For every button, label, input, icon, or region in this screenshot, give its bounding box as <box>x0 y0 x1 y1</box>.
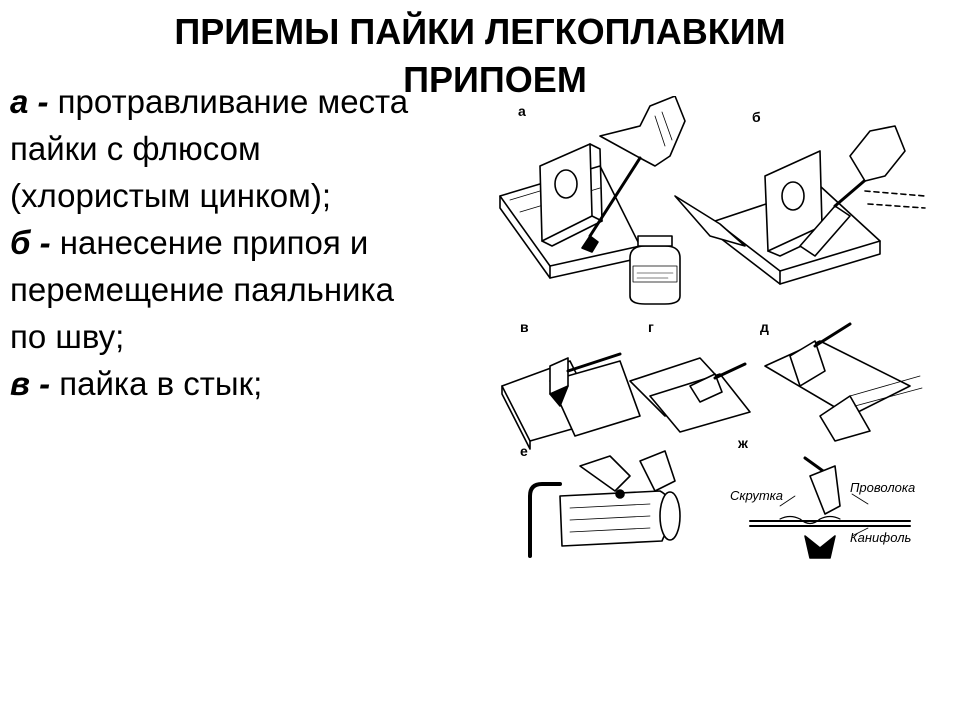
paragraph-b-cont-2: по шву; <box>10 319 450 355</box>
figure-e-pipe-soldering: е <box>520 443 681 558</box>
paragraph-a-cont-1: пайки с флюсом <box>10 131 450 167</box>
figure-v-butt-joint: в <box>501 319 641 450</box>
step-marker-b: б - <box>10 224 51 261</box>
paragraph-text: перемещение паяльника <box>10 271 394 308</box>
title-line-1: ПРИЕМЫ ПАЙКИ ЛЕГКОПЛАВКИМ <box>174 11 786 52</box>
paragraph-a: а - протравливание места <box>10 84 450 120</box>
figure-label-d: д <box>760 319 769 335</box>
figure-g-lap-joint: г <box>629 319 751 433</box>
step-marker-a: а - <box>10 83 49 120</box>
figure-label-a: а <box>518 103 526 119</box>
figure-a-flux-etching: а <box>499 96 686 305</box>
paragraph-text: по шву; <box>10 318 125 355</box>
figure-b-applying-solder: б <box>674 109 926 285</box>
annotation-wire: Проволока <box>850 480 915 495</box>
annotation-twist: Скрутка <box>730 488 783 503</box>
paragraph-a-cont-2: (хлористым цинком); <box>10 178 450 214</box>
step-marker-v: в - <box>10 365 51 402</box>
figure-label-zh: ж <box>737 435 749 451</box>
paragraph-b: б - нанесение припоя и <box>10 225 450 261</box>
soldering-illustration: а б <box>490 96 930 566</box>
figure-label-g: г <box>648 319 654 335</box>
figure-label-e: е <box>520 443 528 459</box>
figure-zh-wire-twist: ж Скрутка Проволока Канифоль <box>730 435 915 559</box>
paragraph-text: нанесение припоя и <box>50 224 369 261</box>
paragraph-text: протравливание места <box>48 83 409 120</box>
figure-d-corner-joint: д <box>760 319 923 442</box>
title-line-2: ПРИПОЕМ <box>403 59 587 100</box>
page-title: ПРИЕМЫ ПАЙКИ ЛЕГКОПЛАВКИМ ПРИПОЕМ <box>0 8 960 104</box>
paragraph-text: (хлористым цинком); <box>10 177 332 214</box>
paragraph-text: пайки с флюсом <box>10 130 261 167</box>
figure-label-b: б <box>752 109 761 125</box>
description-text: а - протравливание места пайки с флюсом … <box>10 84 450 413</box>
figure-label-v: в <box>520 319 529 335</box>
paragraph-b-cont-1: перемещение паяльника <box>10 272 450 308</box>
paragraph-text: пайка в стык; <box>50 365 263 402</box>
paragraph-v: в - пайка в стык; <box>10 366 450 402</box>
annotation-rosin: Канифоль <box>850 530 912 545</box>
